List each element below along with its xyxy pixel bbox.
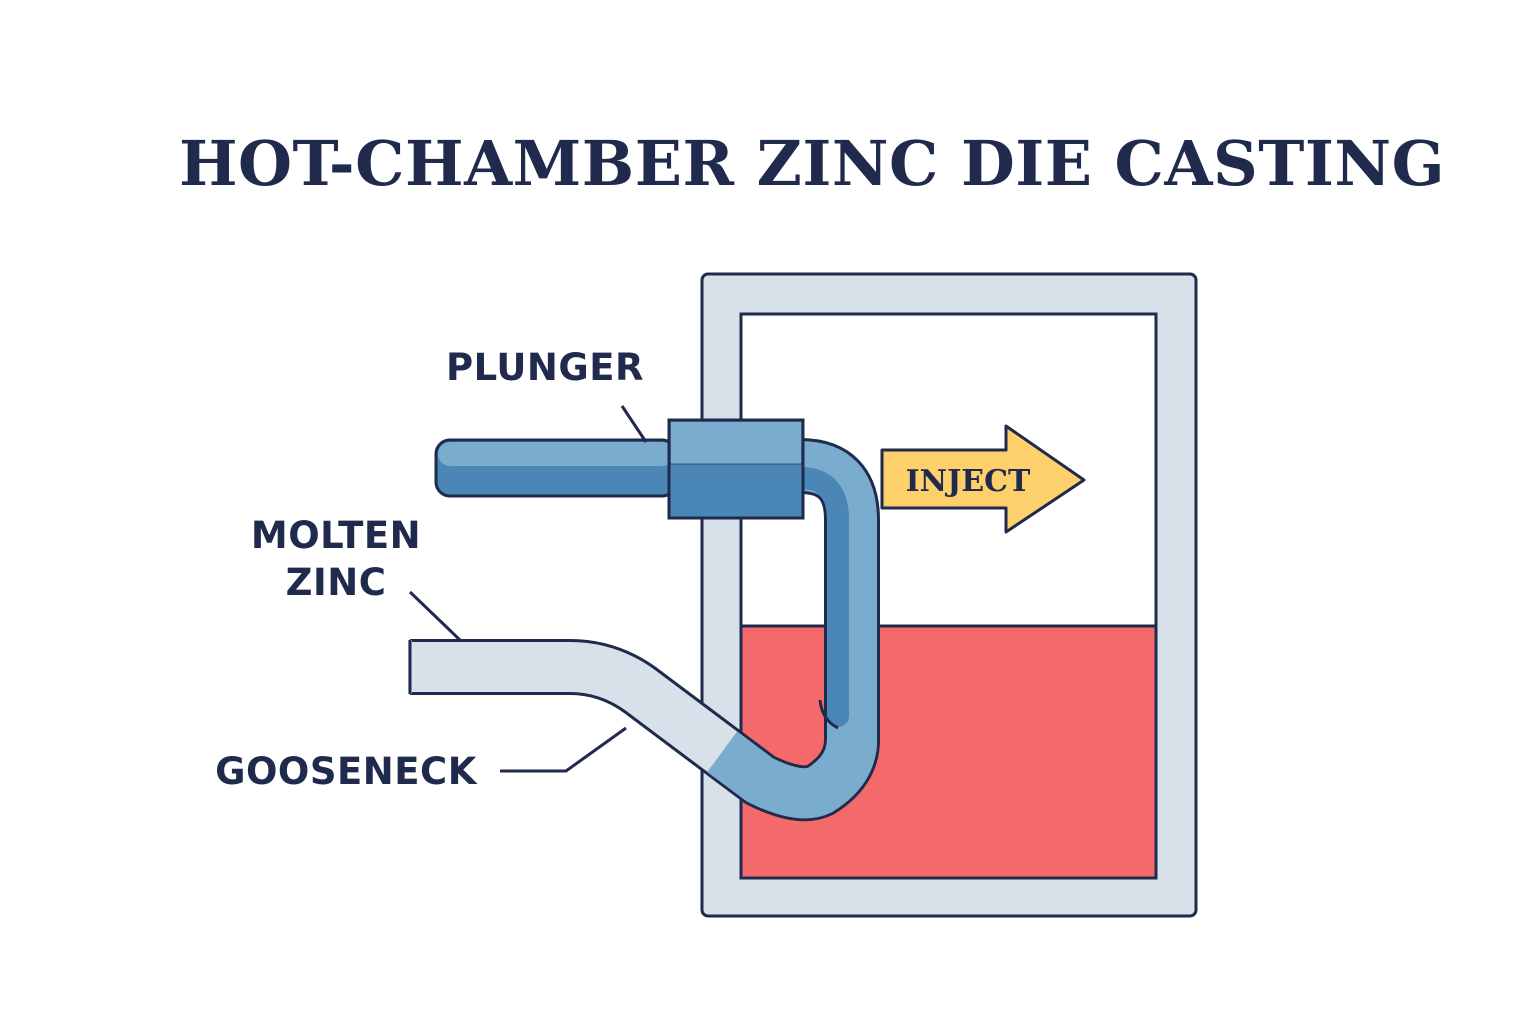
molten-zinc-label-line2: ZINC [286, 561, 387, 604]
inject-label: INJECT [906, 464, 1031, 499]
plunger-rod [434, 438, 678, 498]
molten-zinc-bath [742, 626, 1155, 877]
gooseneck-leader-line [500, 726, 627, 773]
plunger-sleeve [667, 418, 805, 520]
plunger-leader-line [620, 405, 648, 443]
molten-zinc-leader-line [408, 590, 462, 642]
page-title: HOT-CHAMBER ZINC DIE CASTING [179, 127, 1445, 200]
molten-zinc-label-line1: MOLTEN [251, 514, 421, 557]
plunger-label: PLUNGER [446, 346, 644, 389]
arrow-right-icon [880, 424, 1086, 534]
gooseneck-label: GOOSENECK [215, 750, 478, 793]
inject-arrow: INJECT [880, 424, 1086, 534]
gooseneck-pipe [408, 520, 880, 822]
